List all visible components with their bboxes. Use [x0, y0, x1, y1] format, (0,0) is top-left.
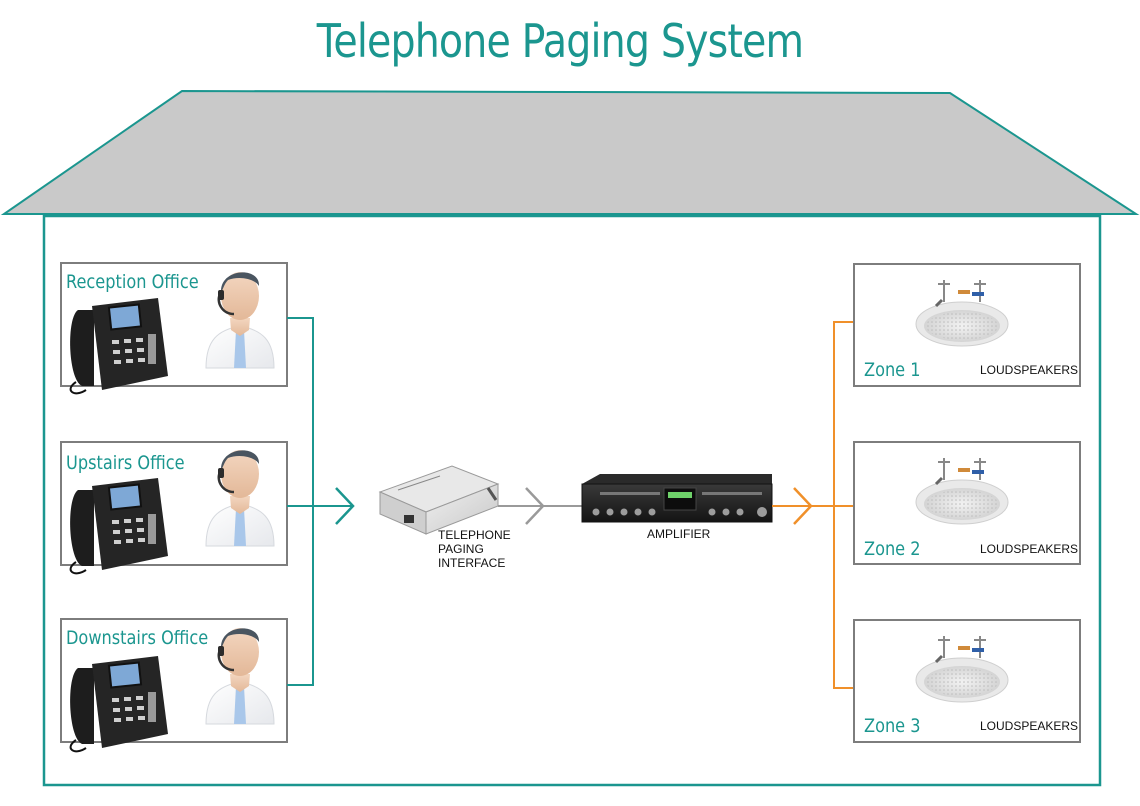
teal-arrow-icon — [335, 487, 355, 525]
office-label-upstairs: Upstairs Office — [66, 452, 185, 474]
zone-type-2: LOUDSPEAKERS — [980, 542, 1079, 556]
phone-icon — [69, 297, 169, 395]
gray-arrow-icon — [525, 487, 545, 525]
zone-label-1: Zone 1 — [864, 359, 921, 381]
paging-interface-label: TELEPHONE PAGING INTERFACE — [438, 528, 511, 570]
paging-interface-device — [378, 465, 500, 535]
phone-icon — [69, 477, 169, 575]
house-wall — [42, 214, 1102, 787]
zone-type-1: LOUDSPEAKERS — [980, 363, 1079, 377]
orange-arrow-icon — [793, 487, 813, 525]
zone-label-2: Zone 2 — [864, 538, 921, 560]
phone-icon — [69, 655, 169, 753]
amplifier-device — [581, 474, 773, 523]
office-label-reception: Reception Office — [66, 271, 199, 293]
roof — [0, 89, 1140, 215]
office-connector — [287, 317, 352, 686]
zone-type-3: LOUDSPEAKERS — [980, 719, 1079, 733]
amplifier-to-zones-line — [772, 321, 854, 689]
office-label-downstairs: Downstairs Office — [66, 627, 209, 649]
page-title: Telephone Paging System — [316, 14, 804, 68]
zone-label-3: Zone 3 — [864, 715, 921, 737]
amplifier-label: AMPLIFIER — [647, 527, 711, 541]
